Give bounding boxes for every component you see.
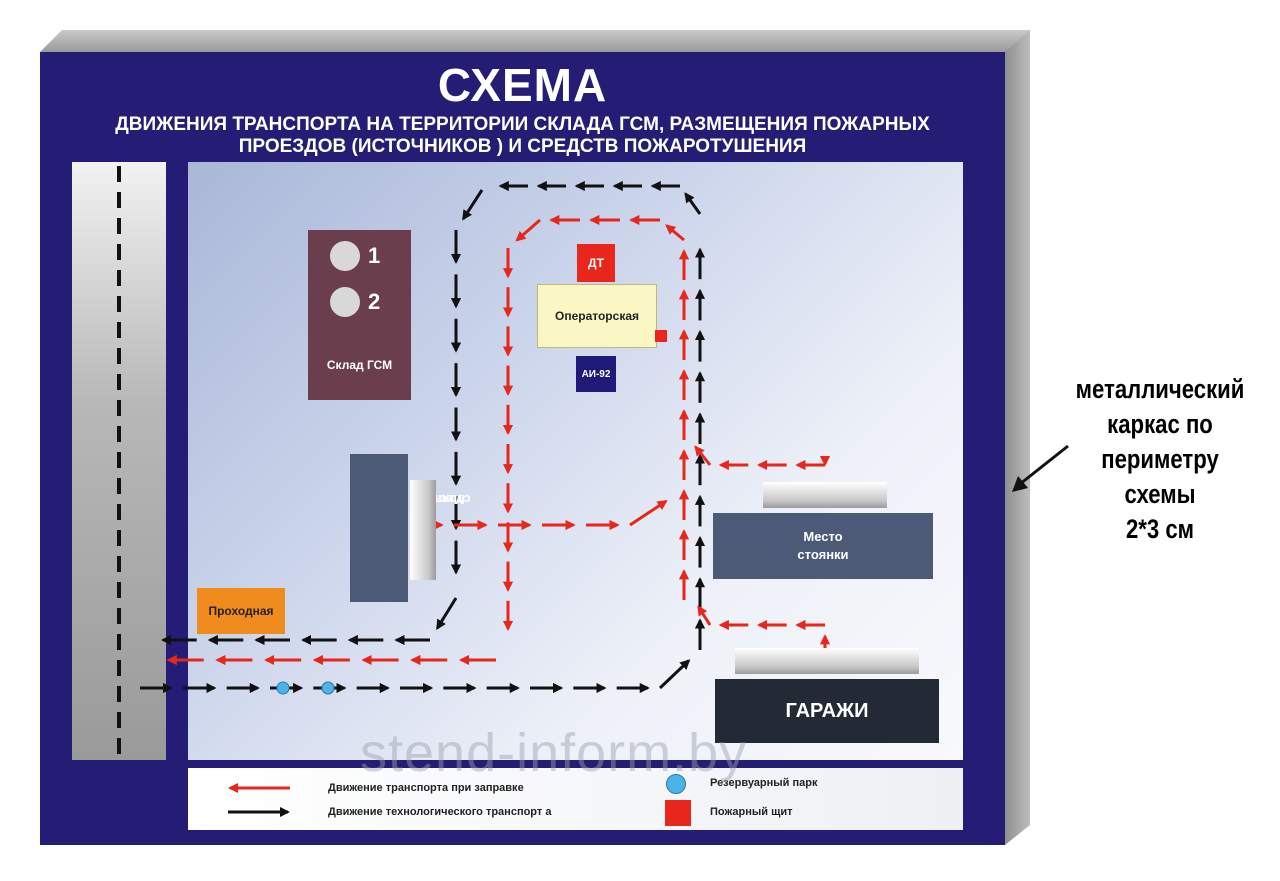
barrier-right-bottom xyxy=(735,648,919,674)
legend-refuel-label: Движение транспорта при заправке xyxy=(328,782,524,794)
reservoir-icon xyxy=(666,774,686,794)
frame-note-line-5: 2*3 см xyxy=(1125,514,1195,544)
tech-route-arrow xyxy=(658,659,691,690)
frame-pointer-line xyxy=(1019,444,1069,486)
frame-note-line-4: схемы xyxy=(1124,479,1196,509)
tank-1-number: 1 xyxy=(368,243,381,268)
watermark: stend-inform.by xyxy=(360,723,748,783)
frame-note-line-3: периметру xyxy=(1101,444,1219,474)
tank-2-number: 2 xyxy=(368,289,381,314)
tech-route-arrow xyxy=(684,192,702,215)
tech-route-arrow xyxy=(436,597,458,630)
garages: ГАРАЖИ xyxy=(715,679,939,743)
subtitle: ДВИЖЕНИЯ ТРАНСПОРТА НА ТЕРРИТОРИИ СКЛАДА… xyxy=(40,114,1005,158)
ai92-tank: АИ-92 xyxy=(576,356,616,392)
frame-note: металлический каркас по периметру схемы … xyxy=(1062,372,1259,547)
fire-board-icon xyxy=(665,800,691,826)
frame-pointer-head xyxy=(1012,476,1028,492)
subtitle-line-2: ПРОЕЗДОВ (ИСТОЧНИКОВ ) И СРЕДСТВ ПОЖАРОТ… xyxy=(238,136,807,157)
barrier-right-top xyxy=(763,482,887,508)
refuel-route-arrow xyxy=(515,218,541,242)
frame-note-line-1: металлический xyxy=(1075,374,1245,404)
fuel-storage-label: Склад ГСМ xyxy=(326,358,393,372)
tech-route-arrow xyxy=(462,189,484,221)
reservoir-marker xyxy=(321,681,335,695)
subtitle-line-1: ДВИЖЕНИЯ ТРАНСПОРТА НА ТЕРРИТОРИИ СКЛАДА… xyxy=(115,114,930,135)
parking-right-line-2: стоянки xyxy=(797,547,849,562)
parking-left xyxy=(350,454,408,602)
refuel-route-arrow xyxy=(665,224,685,242)
tank-1-icon xyxy=(330,241,360,271)
legend-panel xyxy=(188,768,963,830)
frame-top-edge xyxy=(40,30,1030,52)
fire-board-marker xyxy=(655,330,667,342)
refuel-route-arrow xyxy=(629,499,668,527)
page-title: СХЕМА xyxy=(437,59,608,111)
parking-right-line-1: Место xyxy=(803,529,843,544)
dt-tank: ДТ xyxy=(577,244,615,282)
refuel-route-arrow xyxy=(697,605,712,626)
legend-tech-label: Движение технологического транспорт а xyxy=(328,806,552,818)
checkpoint: Проходная xyxy=(197,588,285,634)
parking-right: Место стоянки xyxy=(713,513,933,579)
legend-reservoir-label: Резервуарный парк xyxy=(710,777,818,789)
legend-fire-label: Пожарный щит xyxy=(710,806,793,818)
frame-note-line-2: каркас по xyxy=(1107,409,1213,439)
tank-2-icon xyxy=(330,287,360,317)
reservoir-marker xyxy=(276,681,290,695)
refuel-route-arrow xyxy=(694,445,712,466)
barrier-left xyxy=(410,480,436,580)
operator-room: Операторская xyxy=(537,284,657,348)
frame-side-edge xyxy=(1005,30,1030,845)
